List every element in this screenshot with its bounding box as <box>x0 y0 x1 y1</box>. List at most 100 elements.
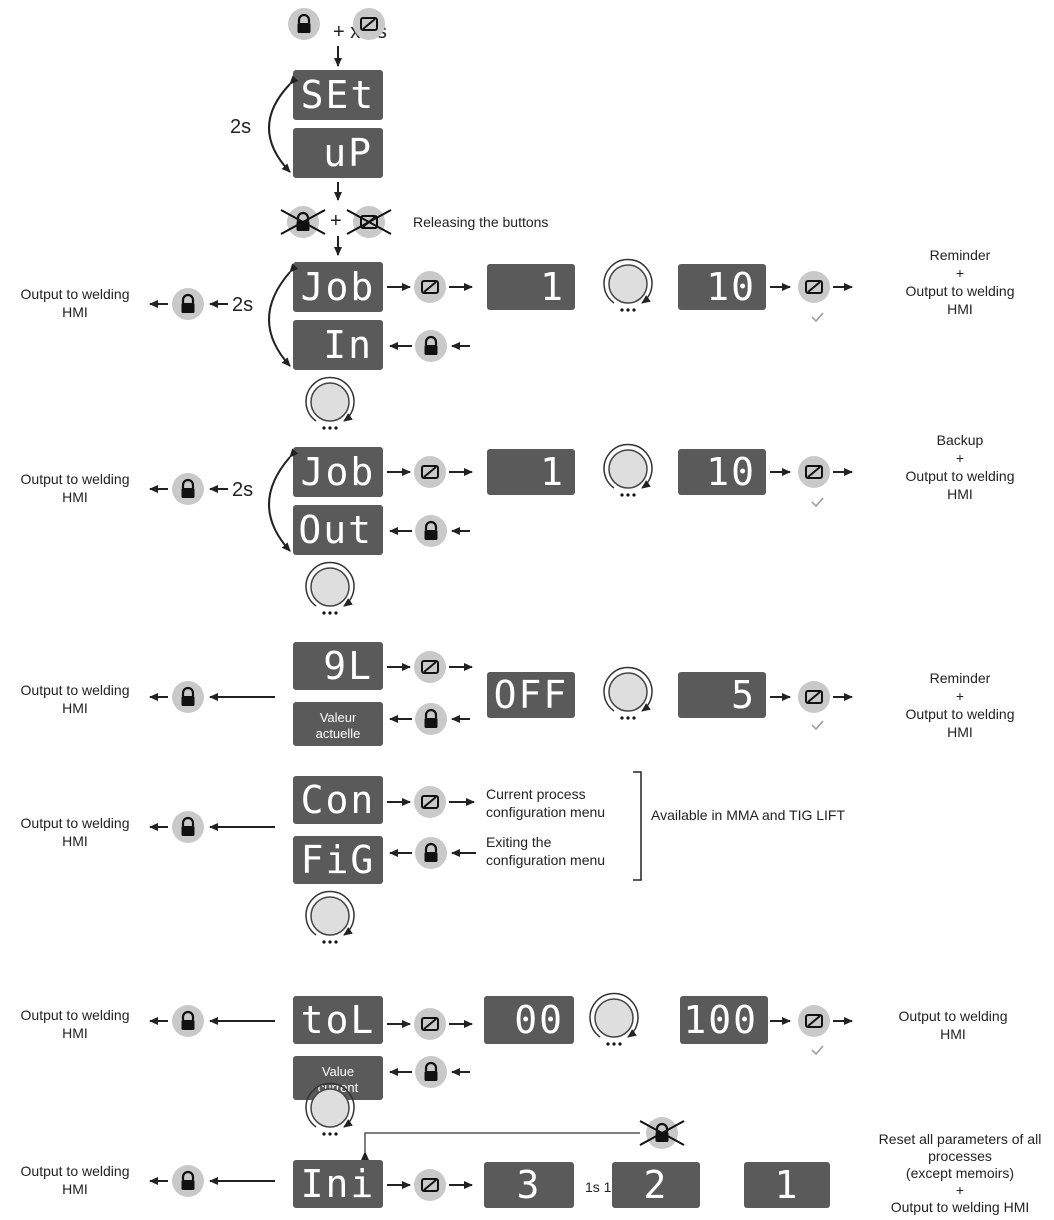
lock-icon <box>297 13 311 33</box>
job-in-bottom: In <box>293 320 383 370</box>
lock-button-start[interactable] <box>288 8 320 40</box>
display-set-text: SEt <box>301 73 376 117</box>
ini-lock-left[interactable] <box>172 1165 204 1197</box>
job-in-knob-down[interactable] <box>305 376 355 430</box>
ini-display-text: Ini <box>301 1162 376 1206</box>
ql-value-a-text: OFF <box>494 673 569 717</box>
job-in-value-b-text: 10 <box>706 265 756 309</box>
toggle-arrow <box>268 448 299 552</box>
ql-top-text: 9L <box>323 644 373 688</box>
lock-icon <box>181 686 195 706</box>
ini-value-2-text: 2 <box>644 1163 669 1207</box>
con-lock-left[interactable] <box>172 811 204 843</box>
job-in-knob[interactable] <box>603 258 653 312</box>
lock-icon <box>181 293 195 313</box>
ql-value-a: OFF <box>487 672 575 718</box>
job-in-edit-button[interactable] <box>414 271 446 303</box>
ql-lock-button[interactable] <box>415 703 447 735</box>
tol-value-a-text: 00 <box>514 998 564 1042</box>
tol-knob-down[interactable] <box>305 1082 355 1136</box>
job-in-lock-left[interactable] <box>172 288 204 320</box>
job-out-edit-button[interactable] <box>414 456 446 488</box>
ql-knob[interactable] <box>603 666 653 720</box>
edit-button-start[interactable] <box>353 8 385 40</box>
tol-value-b: 100 <box>680 996 768 1044</box>
bracket <box>633 771 642 881</box>
edit-icon <box>421 1178 439 1192</box>
job-out-2s: 2s <box>232 479 253 501</box>
display-set: SEt <box>293 70 383 120</box>
edit-icon <box>805 690 823 704</box>
con-display: Con <box>293 776 383 824</box>
tol-value-a: 00 <box>484 996 574 1044</box>
job-in-confirm-button[interactable] <box>798 271 830 303</box>
tol-value-b-text: 100 <box>683 998 758 1042</box>
fig-display-text: FiG <box>301 838 376 882</box>
fig-lock-button[interactable] <box>415 837 447 869</box>
lock-icon <box>424 842 438 862</box>
toggle-arrow <box>268 75 299 173</box>
job-out-value-b: 10 <box>678 449 766 495</box>
lock-icon <box>424 335 438 355</box>
job-in-lock-button[interactable] <box>415 330 447 362</box>
ini-value-3-text: 3 <box>517 1163 542 1207</box>
job-out-lock-button[interactable] <box>415 515 447 547</box>
tol-top-text: toL <box>301 998 376 1042</box>
edit-icon <box>805 465 823 479</box>
edit-button-released[interactable] <box>346 206 392 238</box>
ql-edit-button[interactable] <box>414 651 446 683</box>
job-out-confirm-button[interactable] <box>798 456 830 488</box>
job-out-top: Job <box>293 447 383 497</box>
ql-value-b-text: 5 <box>731 673 756 717</box>
job-out-knob[interactable] <box>603 443 653 497</box>
job-out-value-b-text: 10 <box>706 450 756 494</box>
tol-top: toL <box>293 996 383 1044</box>
edit-icon <box>421 280 439 294</box>
job-in-top-text: Job <box>301 265 376 309</box>
job-out-value-a: 1 <box>487 449 575 495</box>
return-line <box>361 1132 640 1160</box>
label-2s-a: 2s <box>230 116 251 138</box>
lock-icon <box>181 816 195 836</box>
edit-icon <box>421 660 439 674</box>
available-label: Available in MMA and TIG LIFT <box>651 807 845 823</box>
job-out-top-text: Job <box>301 450 376 494</box>
tol-edit-button[interactable] <box>414 1008 446 1040</box>
lock-button-released[interactable] <box>280 206 326 238</box>
lock-icon <box>424 520 438 540</box>
plus-sign: + <box>330 210 342 232</box>
releasing-label: Releasing the buttons <box>413 214 548 230</box>
tol-lock-left[interactable] <box>172 1005 204 1037</box>
job-out-lock-left[interactable] <box>172 473 204 505</box>
tol-lock-button[interactable] <box>415 1056 447 1088</box>
ql-confirm-button[interactable] <box>798 681 830 713</box>
check-icon <box>811 720 824 731</box>
ql-value-b: 5 <box>678 672 766 718</box>
con-knob-down[interactable] <box>305 890 355 944</box>
job-out-value-a-text: 1 <box>540 450 565 494</box>
ini-edit-button[interactable] <box>414 1169 446 1201</box>
job-out-knob-down[interactable] <box>305 561 355 615</box>
tol-knob[interactable] <box>589 992 639 1046</box>
toggle-arrow <box>268 263 299 367</box>
check-icon <box>811 497 824 508</box>
ql-lock-left[interactable] <box>172 681 204 713</box>
lock-icon <box>424 708 438 728</box>
lock-icon <box>181 478 195 498</box>
con-edit-button[interactable] <box>414 786 446 818</box>
edit-icon <box>421 465 439 479</box>
job-in-value-a-text: 1 <box>540 265 565 309</box>
tol-confirm-button[interactable] <box>798 1005 830 1037</box>
lock-icon <box>424 1061 438 1081</box>
ini-lock-hold[interactable] <box>639 1117 685 1149</box>
ql-top: 9L <box>293 642 383 690</box>
